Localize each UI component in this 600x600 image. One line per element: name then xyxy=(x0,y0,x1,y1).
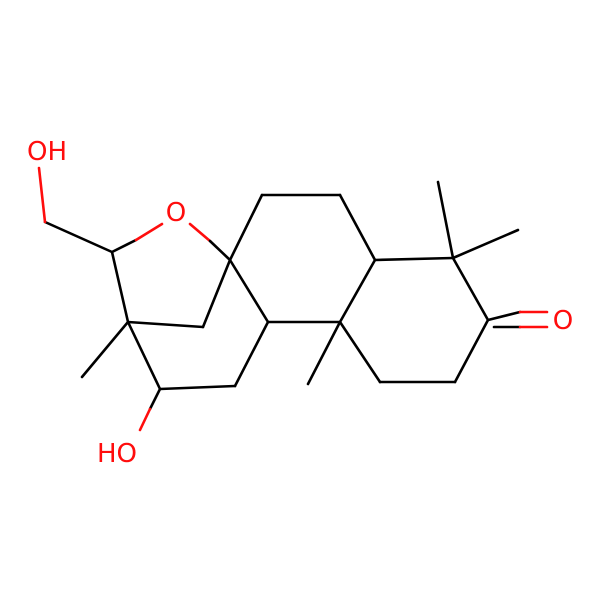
bond-ring-o-to-spiro-red xyxy=(188,222,212,243)
bond-ch2-to-c-hydroxymethyl xyxy=(43,220,114,254)
bond-ch-junction-to-quaternary-methyl xyxy=(338,258,377,324)
bond-carbonyl-double-upper xyxy=(486,310,522,322)
bond-ch2-to-ch-junction xyxy=(338,193,377,262)
ether-oxygen-label: O xyxy=(166,198,186,228)
bond-quaternary-to-choh xyxy=(126,320,162,391)
bond-gem-dimethyl-to-ch-junction xyxy=(373,256,455,262)
bond-ring-o-to-spiro-black xyxy=(208,239,232,262)
bond-quaternary-to-methyl xyxy=(80,320,130,379)
bond-bridge-ch2-to-spiro xyxy=(201,258,232,329)
heteroatom-bonds xyxy=(37,166,549,432)
bond-choh-to-ch2 xyxy=(158,384,237,391)
bond-quaternary-to-bridge-ch2 xyxy=(126,320,205,329)
bond-spiro-to-ring-junction xyxy=(228,258,270,324)
bond-oh-to-ch2 xyxy=(37,166,47,224)
bond-c-hydroxymethyl-to-quaternary xyxy=(110,250,130,324)
bond-quaternary-to-angular-methyl xyxy=(306,320,342,386)
secondary-hydroxyl-label: HO xyxy=(97,439,137,469)
ketone-oxygen-label: O xyxy=(553,306,573,336)
bond-choh-to-oh-red xyxy=(138,407,152,432)
carbon-skeleton-bonds xyxy=(43,180,522,391)
bond-ring-o-to-c-hydroxymethyl-black xyxy=(110,238,138,254)
bond-gem-dimethyl-to-methyl-right xyxy=(451,228,520,260)
hydroxymethyl-oh-label: OH xyxy=(27,137,67,167)
bond-gem-dimethyl-to-methyl-top xyxy=(436,180,455,260)
bond-choh-to-oh-black xyxy=(148,387,162,411)
bond-spiro-to-ch2-top xyxy=(228,193,264,262)
bond-ring-o-to-c-hydroxymethyl-red xyxy=(134,222,164,242)
bond-ch2-to-carbonyl-c xyxy=(453,318,490,384)
bond-ch2-to-ring-junction xyxy=(233,320,270,388)
bond-quaternary-to-ch2-lower xyxy=(338,320,382,384)
atom-labels: OH O O HO xyxy=(27,137,573,469)
bond-carbonyl-c-to-gem-dimethyl xyxy=(451,256,490,322)
